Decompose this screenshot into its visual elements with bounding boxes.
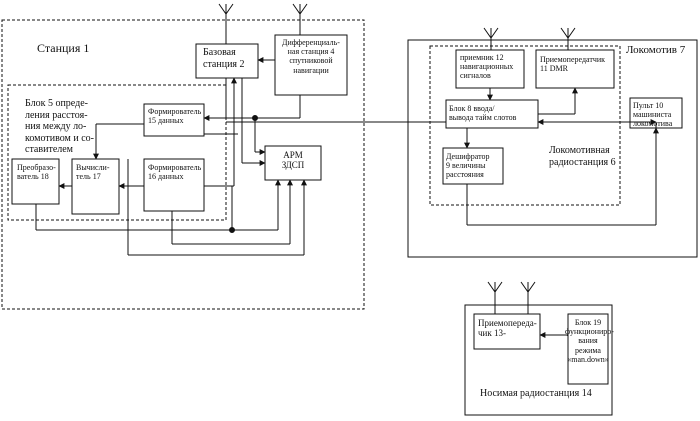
antenna-icon	[219, 4, 233, 44]
antenna-icon	[561, 28, 575, 50]
station-title: Станция 1	[37, 42, 89, 56]
transceiver11-label: Приемопередатчик 11 DMR	[540, 55, 614, 73]
radio6-label: Локомотивная радиостанция 6	[549, 145, 619, 168]
antenna-icon	[488, 282, 502, 314]
former16-label: Формирователь 16 данных	[148, 163, 204, 181]
antenna-icon	[484, 28, 498, 50]
block19-label: Блок 19 функциониро- вания режима «man.d…	[565, 318, 611, 364]
receiver12-label: приемник 12 навигационных сигналов	[460, 53, 524, 81]
base-station-label: Базовая станция 2	[203, 47, 258, 70]
locomotive-title: Локомотив 7	[626, 44, 685, 57]
arm-label: АРМ ЗДСП	[266, 150, 320, 171]
decoder9-label: Дешифратор 9 величины расстояния	[446, 152, 503, 180]
former15-label: Формирователь 15 данных	[148, 107, 204, 125]
block8-label: Блок 8 ввода/ вывода тайм слотов	[449, 104, 537, 122]
converter18-label: Преобразо- ватель 18	[17, 163, 59, 181]
portable-title: Носимая радиостанция 14	[480, 388, 592, 400]
block5-label: Блок 5 опреде- ления расстоя- ния между …	[25, 98, 140, 156]
antenna-icon	[521, 282, 535, 314]
diff-station-label: Дифференциаль- ная станция 4 спутниковой…	[276, 38, 346, 75]
calc17-label: Вычисли- тель 17	[76, 163, 119, 181]
panel10-label: Пульт 10 машиниста локомотива	[633, 101, 682, 129]
transceiver13-label: Приемопереда- чик 13-	[478, 318, 540, 339]
